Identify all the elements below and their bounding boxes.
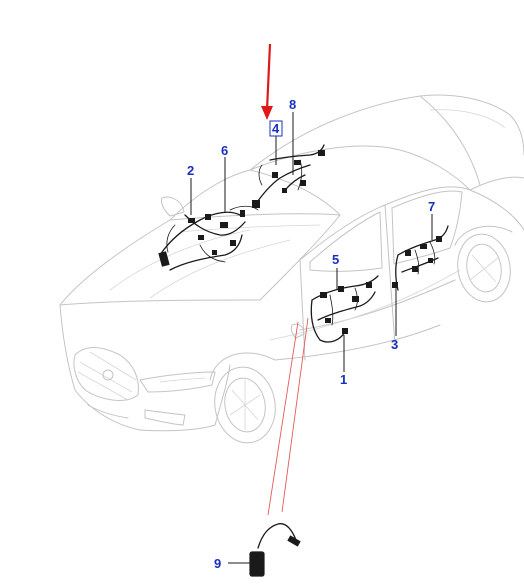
harness-rear-door [392, 225, 449, 291]
harness-dashboard [158, 205, 259, 271]
callout-2: 2 [187, 163, 194, 178]
callout-4-highlight-box [269, 120, 283, 137]
callout-labels: 1 2 3 4 5 6 7 8 9 [187, 97, 435, 571]
callout-3: 3 [391, 337, 398, 352]
detail-guide-lines [267, 317, 309, 516]
highlight-arrow [261, 43, 273, 120]
leader-lines [190, 112, 433, 564]
callout-6: 6 [221, 143, 228, 158]
callout-8: 8 [289, 97, 296, 112]
harness-detail-item-9 [249, 523, 301, 577]
callout-5: 5 [332, 252, 339, 267]
callout-7: 7 [428, 199, 435, 214]
harness-front-door [310, 275, 379, 343]
callout-9: 9 [214, 556, 221, 571]
car-body-outline [59, 94, 524, 444]
callout-1: 1 [340, 372, 347, 387]
harness-roof [252, 144, 325, 208]
callout-4: 4 [272, 121, 280, 136]
